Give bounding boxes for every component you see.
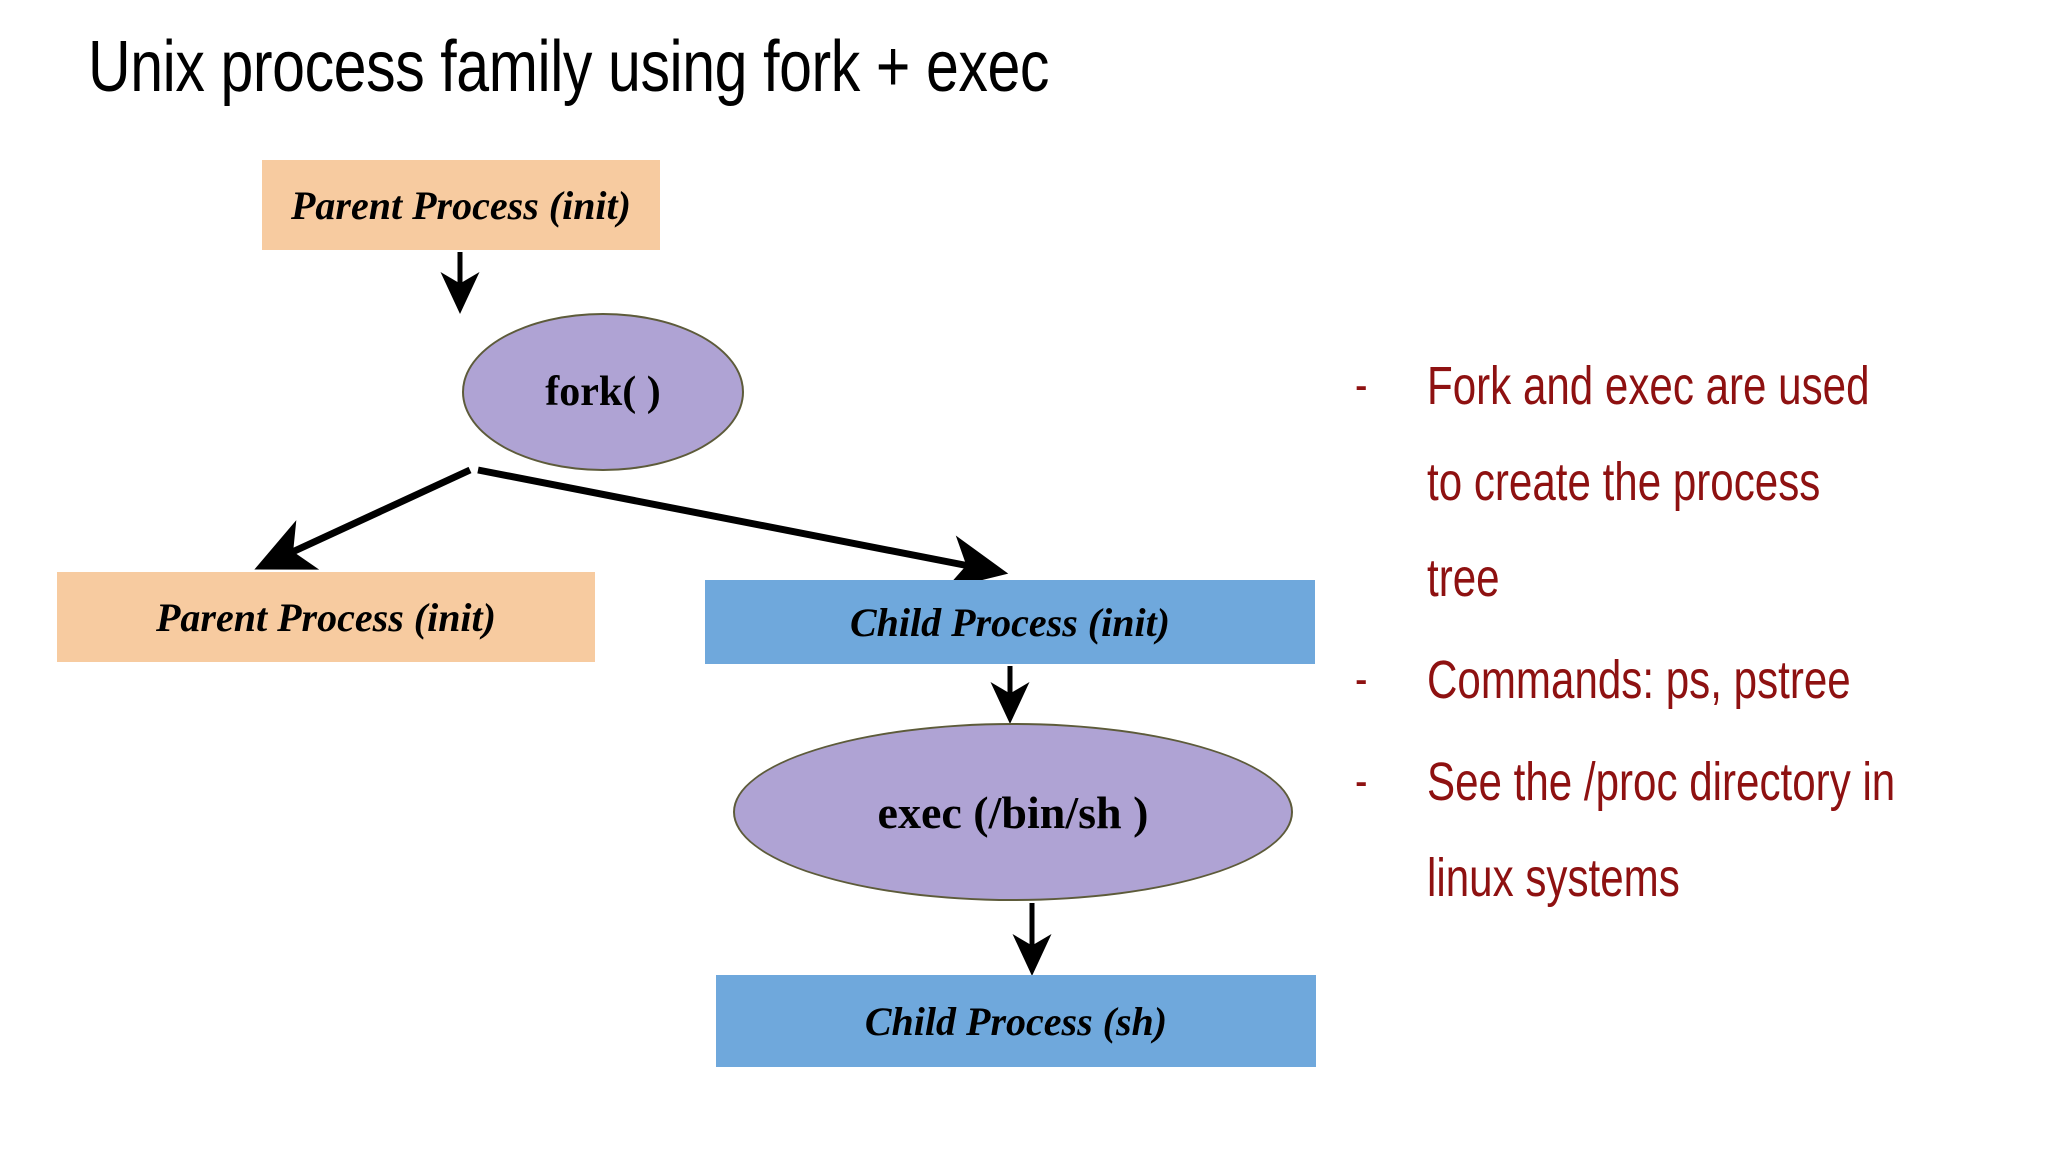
- arrow-fork-to-parent: [254, 466, 472, 570]
- node-label: exec (/bin/sh ): [877, 786, 1149, 838]
- node-label: Child Process (sh): [864, 998, 1168, 1044]
- node-child-process-init[interactable]: Child Process (init): [705, 580, 1315, 664]
- arrow-fork-to-child: [477, 466, 1009, 590]
- list-item: - Commands: ps, pstree: [1355, 632, 2035, 728]
- list-item-label: Fork and exec are used to create the pro…: [1427, 356, 1870, 608]
- node-label: Parent Process (init): [156, 594, 496, 640]
- node-label: Child Process (init): [849, 599, 1171, 645]
- node-label: fork( ): [545, 369, 661, 415]
- notes-list: - Fork and exec are used to create the p…: [1355, 338, 2035, 932]
- bullet-marker-icon: -: [1355, 653, 1368, 706]
- list-item: - See the /proc directory in linux syste…: [1355, 734, 2035, 926]
- node-parent-process-init-top[interactable]: Parent Process (init): [262, 160, 660, 250]
- node-fork-call[interactable]: fork( ): [462, 313, 744, 471]
- list-item: - Fork and exec are used to create the p…: [1355, 338, 2035, 626]
- list-item-label: See the /proc directory in linux systems: [1427, 752, 1896, 908]
- node-exec-call[interactable]: exec (/bin/sh ): [733, 723, 1293, 901]
- node-parent-process-init-left[interactable]: Parent Process (init): [57, 572, 595, 662]
- list-item-label: Commands: ps, pstree: [1427, 650, 1851, 710]
- node-label: Parent Process (init): [291, 182, 631, 228]
- bullet-marker-icon: -: [1355, 755, 1368, 808]
- node-child-process-sh[interactable]: Child Process (sh): [716, 975, 1316, 1067]
- bullet-marker-icon: -: [1355, 359, 1368, 412]
- page-title: Unix process family using fork + exec: [88, 27, 1050, 107]
